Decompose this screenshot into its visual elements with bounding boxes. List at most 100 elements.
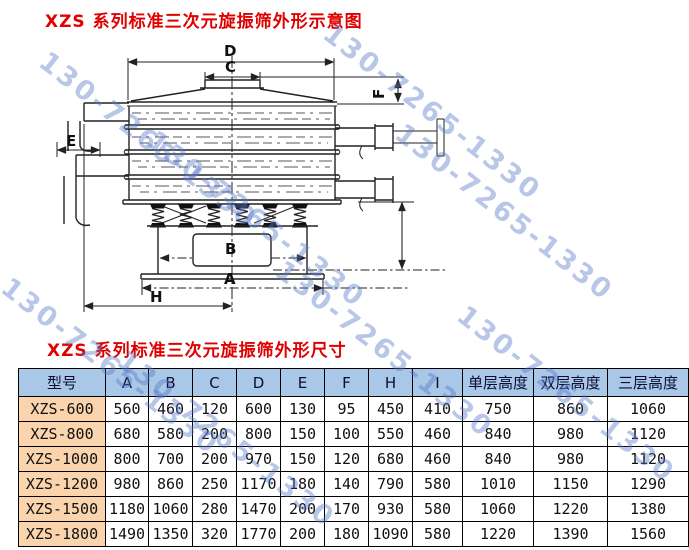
value-cell: 580 xyxy=(412,471,463,497)
value-cell: 580 xyxy=(412,521,463,547)
value-cell: 200 xyxy=(192,446,237,472)
value-cell: 1380 xyxy=(607,496,689,522)
value-cell: 790 xyxy=(368,471,413,497)
dim-label-A: A xyxy=(224,270,236,288)
dim-label-D: D xyxy=(224,42,236,60)
value-cell: 460 xyxy=(148,396,193,422)
value-cell: 980 xyxy=(105,471,149,497)
value-cell: 1390 xyxy=(533,521,608,547)
value-cell: 130 xyxy=(280,396,325,422)
value-cell: 970 xyxy=(236,446,281,472)
outline-diagram: D C F E B A xyxy=(56,42,445,312)
value-cell: 800 xyxy=(105,446,149,472)
value-cell: 180 xyxy=(280,471,325,497)
diagram-title: XZS 系列标准三次元旋振筛外形示意图 xyxy=(45,12,363,32)
model-cell: XZS-1800 xyxy=(18,521,106,547)
value-cell: 320 xyxy=(192,521,237,547)
right-outlet-pipe-lower xyxy=(335,176,394,212)
value-cell: 460 xyxy=(412,421,463,447)
column-header: 双层高度 xyxy=(533,368,608,397)
dimension-B: B xyxy=(159,240,307,262)
value-cell: 1060 xyxy=(607,396,689,422)
value-cell: 1180 xyxy=(105,496,149,522)
value-cell: 1120 xyxy=(607,446,689,472)
column-header: E xyxy=(280,368,325,397)
value-cell: 1220 xyxy=(462,521,534,547)
value-cell: 200 xyxy=(192,421,237,447)
dim-label-F: F xyxy=(370,89,388,99)
value-cell: 150 xyxy=(280,421,325,447)
value-cell: 860 xyxy=(533,396,608,422)
dimension-I xyxy=(273,201,445,271)
value-cell: 860 xyxy=(148,471,193,497)
column-header: A xyxy=(105,368,149,397)
value-cell: 800 xyxy=(236,421,281,447)
column-header: D xyxy=(236,368,281,397)
column-header: H xyxy=(368,368,413,397)
value-cell: 1770 xyxy=(236,521,281,547)
value-cell: 95 xyxy=(324,396,369,422)
dim-label-C: C xyxy=(225,58,236,76)
dimension-E: E xyxy=(56,132,101,157)
value-cell: 1120 xyxy=(607,421,689,447)
value-cell: 410 xyxy=(412,396,463,422)
value-cell: 1290 xyxy=(607,471,689,497)
value-cell: 450 xyxy=(368,396,413,422)
model-cell: XZS-1500 xyxy=(18,496,106,522)
value-cell: 180 xyxy=(324,521,369,547)
dimension-D: D xyxy=(127,42,335,100)
value-cell: 600 xyxy=(236,396,281,422)
model-cell: XZS-1000 xyxy=(18,446,106,472)
dimension-A: A xyxy=(141,270,410,295)
left-outlet-pipe-upper xyxy=(67,102,129,152)
value-cell: 460 xyxy=(412,446,463,472)
dim-label-E: E xyxy=(66,132,76,150)
value-cell: 980 xyxy=(533,421,608,447)
motor-outline xyxy=(192,233,272,267)
model-cell: XZS-800 xyxy=(18,421,106,447)
value-cell: 680 xyxy=(368,446,413,472)
value-cell: 930 xyxy=(368,496,413,522)
value-cell: 1010 xyxy=(462,471,534,497)
value-cell: 560 xyxy=(105,396,149,422)
value-cell: 840 xyxy=(462,421,534,447)
value-cell: 100 xyxy=(324,421,369,447)
value-cell: 550 xyxy=(368,421,413,447)
value-cell: 1170 xyxy=(236,471,281,497)
value-cell: 580 xyxy=(148,421,193,447)
dim-label-H: H xyxy=(150,288,163,306)
value-cell: 150 xyxy=(280,446,325,472)
column-header: I xyxy=(412,368,463,397)
value-cell: 840 xyxy=(462,446,534,472)
model-cell: XZS-1200 xyxy=(18,471,106,497)
value-cell: 1350 xyxy=(148,521,193,547)
value-cell: 1150 xyxy=(533,471,608,497)
column-header: C xyxy=(192,368,237,397)
model-cell: XZS-600 xyxy=(18,396,106,422)
dimension-C: C xyxy=(204,58,404,84)
value-cell: 200 xyxy=(280,496,325,522)
column-header: F xyxy=(324,368,369,397)
left-outlet-pipe-lower xyxy=(63,154,129,227)
value-cell: 1490 xyxy=(105,521,149,547)
value-cell: 680 xyxy=(105,421,149,447)
value-cell: 1470 xyxy=(236,496,281,522)
sieve-body xyxy=(122,79,342,205)
value-cell: 1060 xyxy=(148,496,193,522)
value-cell: 120 xyxy=(324,446,369,472)
value-cell: 750 xyxy=(462,396,534,422)
column-header: 型号 xyxy=(18,368,106,397)
value-cell: 580 xyxy=(412,496,463,522)
dimension-F: F xyxy=(337,78,404,105)
value-cell: 1090 xyxy=(368,521,413,547)
